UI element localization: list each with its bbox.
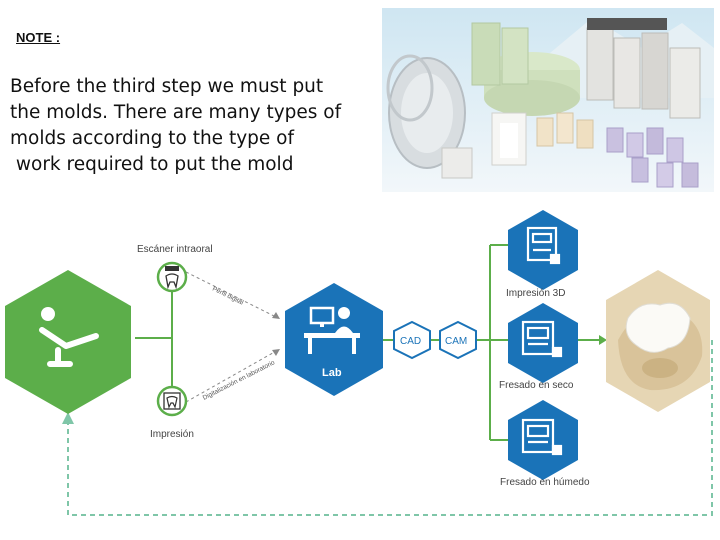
cad-hexagon xyxy=(393,320,431,360)
body-line: the molds. There are many types of xyxy=(10,102,342,123)
return-loop-line xyxy=(67,340,713,516)
cam-hexagon xyxy=(439,320,477,360)
body-paragraph: Before the third step we must put the mo… xyxy=(10,74,380,178)
wet-milling-hexagon xyxy=(508,400,578,480)
cad-label: CAD xyxy=(400,336,421,347)
scanner-icon xyxy=(165,266,179,271)
mold-blocks-photo xyxy=(382,8,714,192)
body-line: work required to put the mold xyxy=(10,154,294,175)
scanner-label: Escáner intraoral xyxy=(137,244,213,255)
physical-path-label: Digitalización en laboratorio xyxy=(202,359,277,402)
cam-label: CAM xyxy=(445,336,467,347)
tooth-icon xyxy=(166,395,178,409)
dry-milling-icon xyxy=(521,320,563,358)
lab-technician-icon xyxy=(304,306,360,354)
printer-3d-icon xyxy=(526,226,561,265)
tooth-icon xyxy=(165,273,179,290)
impression-tray-icon xyxy=(163,392,181,410)
dental-chair-icon xyxy=(39,307,99,367)
impression-label: Impresión xyxy=(150,429,194,440)
impression-node xyxy=(156,385,188,417)
lab-hexagon xyxy=(285,283,383,396)
output-label: Fresado en seco xyxy=(499,380,574,391)
lab-label: Lab xyxy=(322,367,342,379)
output-label: Impresión 3D xyxy=(506,288,565,299)
digital-path-label: Perfil digital xyxy=(211,286,245,307)
output-label: Fresado en húmedo xyxy=(500,477,590,488)
body-line: Before the third step we must put xyxy=(10,76,324,97)
body-line: molds according to the type of xyxy=(10,128,294,149)
wet-milling-icon xyxy=(521,418,563,456)
return-arrow-icon xyxy=(62,412,74,424)
note-heading: NOTE : xyxy=(16,30,61,45)
patient-hexagon xyxy=(5,270,131,414)
crown-icon xyxy=(625,302,691,353)
